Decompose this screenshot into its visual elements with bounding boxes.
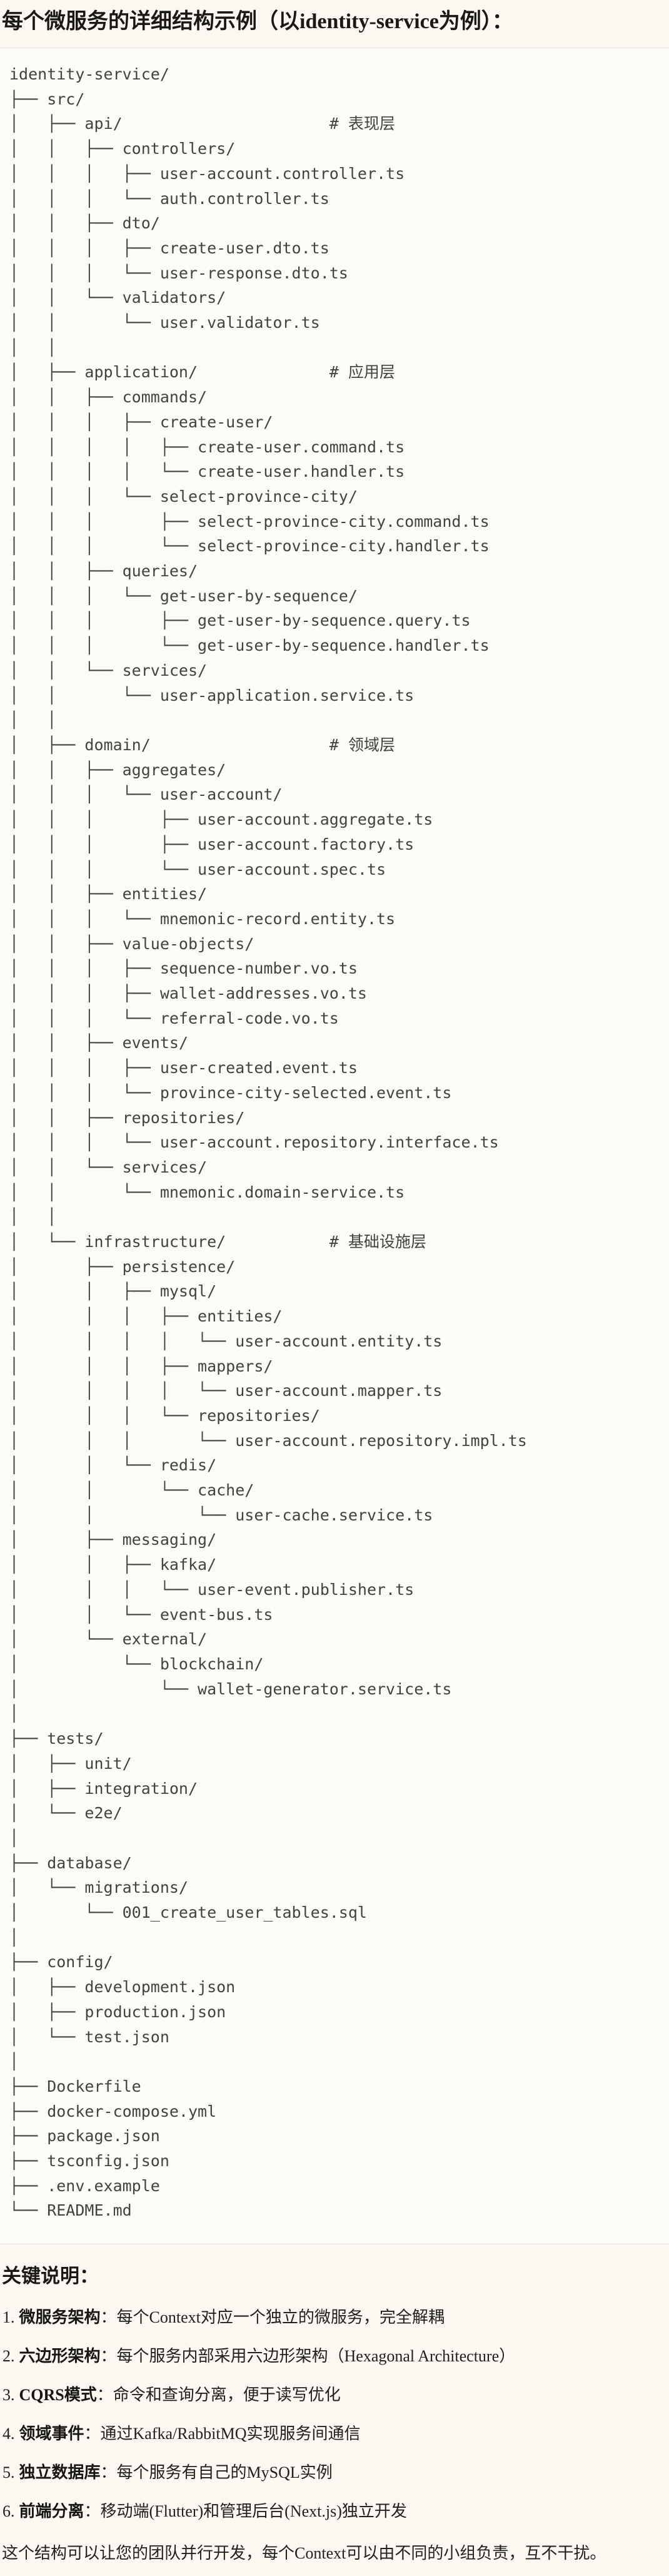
note-number: 6. [3, 2502, 15, 2521]
note-text: ：每个服务内部采用六边形架构（Hexagonal Architecture） [100, 2347, 516, 2366]
note-number: 4. [3, 2425, 15, 2443]
note-text: ：每个服务有自己的MySQL实例 [100, 2463, 333, 2482]
note-label: 独立数据库 [19, 2463, 101, 2482]
note-item: 3.CQRS模式：命令和查询分离，便于读写优化 [3, 2383, 669, 2406]
note-label: 六边形架构 [19, 2347, 101, 2366]
page-title: 每个微服务的详细结构示例（以identity-service为例）： [2, 10, 513, 33]
note-item: 1.微服务架构：每个Context对应一个独立的微服务，完全解耦 [3, 2306, 669, 2329]
note-text: ：通过Kafka/RabbitMQ实现服务间通信 [84, 2425, 361, 2443]
note-number: 2. [3, 2347, 15, 2366]
directory-tree-code-block: identity-service/ ├── src/ │ ├── api/ # … [0, 48, 669, 2245]
note-text: ：命令和查询分离，便于读写优化 [96, 2386, 341, 2405]
note-item: 2.六边形架构：每个服务内部采用六边形架构（Hexagonal Architec… [3, 2344, 669, 2368]
note-label: 微服务架构 [19, 2308, 101, 2327]
note-text: ：移动端(Flutter)和管理后台(Next.js)独立开发 [84, 2502, 407, 2521]
note-label: CQRS模式 [19, 2386, 97, 2405]
note-label: 前端分离 [19, 2502, 84, 2521]
note-number: 1. [3, 2308, 15, 2327]
note-number: 3. [3, 2386, 15, 2405]
note-item: 6.前端分离：移动端(Flutter)和管理后台(Next.js)独立开发 [3, 2500, 669, 2523]
note-label: 领域事件 [19, 2425, 84, 2443]
note-text: ：每个Context对应一个独立的微服务，完全解耦 [100, 2308, 445, 2327]
note-number: 5. [3, 2463, 15, 2482]
note-item: 4.领域事件：通过Kafka/RabbitMQ实现服务间通信 [3, 2422, 669, 2445]
directory-tree-pre: identity-service/ ├── src/ │ ├── api/ # … [9, 65, 527, 2220]
notes-heading: 关键说明： [2, 2265, 99, 2288]
note-item: 5.独立数据库：每个服务有自己的MySQL实例 [3, 2461, 669, 2484]
closing-paragraph: 这个结构可以让您的团队并行开发，每个Context可以由不同的小组负责，互不干扰… [2, 2544, 606, 2563]
